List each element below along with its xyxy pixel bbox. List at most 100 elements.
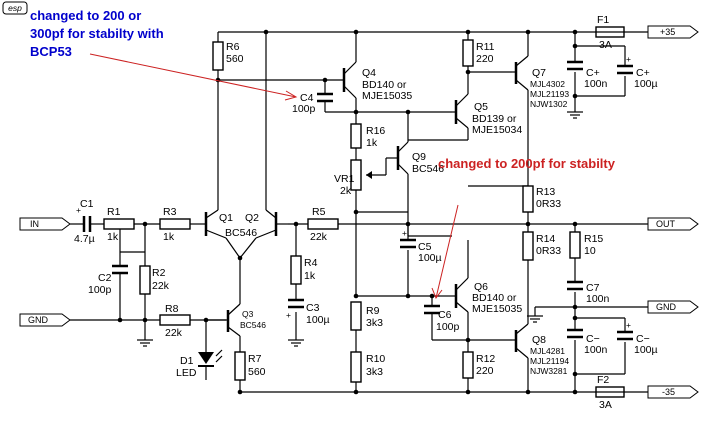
resistor-r13: R13 0R33 (522, 185, 561, 213)
svg-text:220: 220 (476, 365, 494, 377)
svg-text:BC546: BC546 (412, 163, 444, 175)
svg-text:OUT: OUT (656, 219, 676, 229)
capacitor-c4: C4 100p (292, 92, 333, 115)
svg-text:R10: R10 (366, 353, 385, 365)
svg-text:R7: R7 (248, 353, 262, 365)
fuse-f2: F2 3A (595, 374, 625, 411)
svg-text:MJL4302: MJL4302 (530, 79, 565, 89)
resistor-r14: R14 0R33 (522, 231, 561, 261)
transistor-q4: Q4 BD140 or MJE15035 (342, 61, 412, 102)
svg-text:MJL4281: MJL4281 (530, 346, 565, 356)
svg-text:100n: 100n (584, 344, 608, 356)
port-gnd-right: GND (647, 300, 699, 314)
svg-text:D1: D1 (180, 355, 194, 367)
svg-text:1k: 1k (366, 137, 378, 149)
svg-text:+: + (626, 320, 631, 330)
svg-text:changed to 200pf for stabilty: changed to 200pf for stabilty (438, 156, 616, 171)
svg-text:R6: R6 (226, 41, 240, 53)
svg-text:22k: 22k (152, 280, 170, 292)
svg-text:-35: -35 (662, 387, 675, 397)
svg-text:BC546: BC546 (240, 320, 266, 330)
transistor-q2: Q2 (245, 209, 288, 239)
svg-text:100n: 100n (586, 293, 610, 305)
led-d1: D1 LED (176, 349, 223, 379)
svg-text:+: + (402, 228, 407, 238)
svg-text:R8: R8 (165, 303, 179, 315)
svg-text:R2: R2 (152, 267, 166, 279)
svg-text:100p: 100p (436, 321, 460, 333)
svg-text:C3: C3 (306, 302, 320, 314)
resistor-r1: R1 1k (103, 206, 135, 243)
wires (70, 31, 648, 393)
ground-symbols (137, 111, 583, 347)
svg-text:3k3: 3k3 (366, 366, 383, 378)
svg-text:100n: 100n (584, 78, 608, 90)
resistor-r3: R3 1k (159, 206, 191, 243)
svg-text:2k: 2k (340, 185, 352, 197)
resistor-r4: R4 1k (290, 255, 318, 285)
svg-text:NJW1302: NJW1302 (530, 99, 568, 109)
svg-text:F2: F2 (597, 374, 609, 386)
svg-text:LED: LED (176, 367, 197, 379)
resistor-r10: R10 3k3 (350, 351, 385, 383)
svg-text:Q9: Q9 (412, 151, 426, 163)
svg-text:C−: C− (586, 333, 600, 345)
svg-text:100p: 100p (292, 103, 316, 115)
transistor-q5: Q5 BD139 or MJE15034 (452, 93, 522, 136)
esp-logo: esp (2, 1, 28, 15)
annotation-c4-note: changed to 200 or 300pf for stabilty wit… (30, 8, 298, 101)
svg-text:10: 10 (584, 245, 596, 257)
svg-text:Q6: Q6 (474, 281, 488, 293)
svg-text:Q3: Q3 (242, 309, 254, 319)
resistor-r9: R9 3k3 (350, 301, 383, 331)
resistor-r15: R15 10 (569, 231, 603, 259)
capacitor-cplus-100n: C+ 100n (567, 60, 608, 90)
svg-text:GND: GND (28, 315, 49, 325)
svg-text:GND: GND (656, 302, 677, 312)
svg-text:300pf for stabilty with: 300pf for stabilty with (30, 26, 164, 41)
svg-text:C2: C2 (98, 272, 112, 284)
svg-text:Q7: Q7 (532, 67, 546, 79)
svg-text:R4: R4 (304, 257, 318, 269)
svg-text:R13: R13 (536, 186, 555, 198)
capacitor-c5: + C5 100µ (400, 228, 442, 264)
svg-text:MJL21194: MJL21194 (530, 356, 569, 366)
port-minus35: -35 (647, 385, 699, 399)
transistor-q9: Q9 BC546 (396, 141, 444, 175)
svg-text:C4: C4 (300, 92, 314, 104)
svg-text:R9: R9 (366, 305, 380, 317)
svg-text:BD139 or: BD139 or (472, 113, 517, 125)
annotation-c6-note: changed to 200pf for stabilty (431, 156, 616, 300)
svg-text:22k: 22k (165, 327, 183, 339)
resistor-r6: R6 560 (212, 41, 244, 71)
svg-text:+: + (626, 54, 631, 64)
svg-text:+35: +35 (660, 27, 675, 37)
transistor-q7: Q7 MJL4302 MJL21193 NJW1302 (512, 55, 569, 109)
svg-text:220: 220 (476, 53, 494, 65)
port-plus35: +35 (647, 25, 699, 39)
svg-text:C+: C+ (586, 67, 600, 79)
svg-text:MJE15034: MJE15034 (472, 124, 522, 136)
svg-text:0R33: 0R33 (536, 198, 561, 210)
svg-text:0R33: 0R33 (536, 245, 561, 257)
svg-text:C5: C5 (418, 241, 432, 253)
potentiometer-vr1: VR1 2k (334, 159, 372, 197)
q1-q2-type: BC546 (225, 227, 257, 239)
svg-text:changed to 200 or: changed to 200 or (30, 8, 141, 23)
svg-text:C6: C6 (438, 309, 452, 321)
svg-text:C+: C+ (636, 67, 650, 79)
svg-text:BD140 or: BD140 or (362, 79, 407, 91)
capacitor-cminus-100n: C− 100n (567, 328, 608, 356)
svg-text:560: 560 (226, 53, 244, 65)
svg-text:C7: C7 (586, 282, 600, 294)
svg-text:R16: R16 (366, 125, 385, 137)
port-gnd-left: GND (19, 313, 71, 327)
fuse-f1: F1 3A (595, 14, 625, 51)
resistor-r12: R12 220 (462, 351, 495, 379)
svg-text:22k: 22k (310, 231, 328, 243)
resistor-r11: R11 220 (462, 39, 495, 67)
svg-text:MJE15035: MJE15035 (362, 90, 412, 102)
svg-text:100µ: 100µ (306, 314, 330, 326)
svg-text:R11: R11 (476, 41, 495, 53)
